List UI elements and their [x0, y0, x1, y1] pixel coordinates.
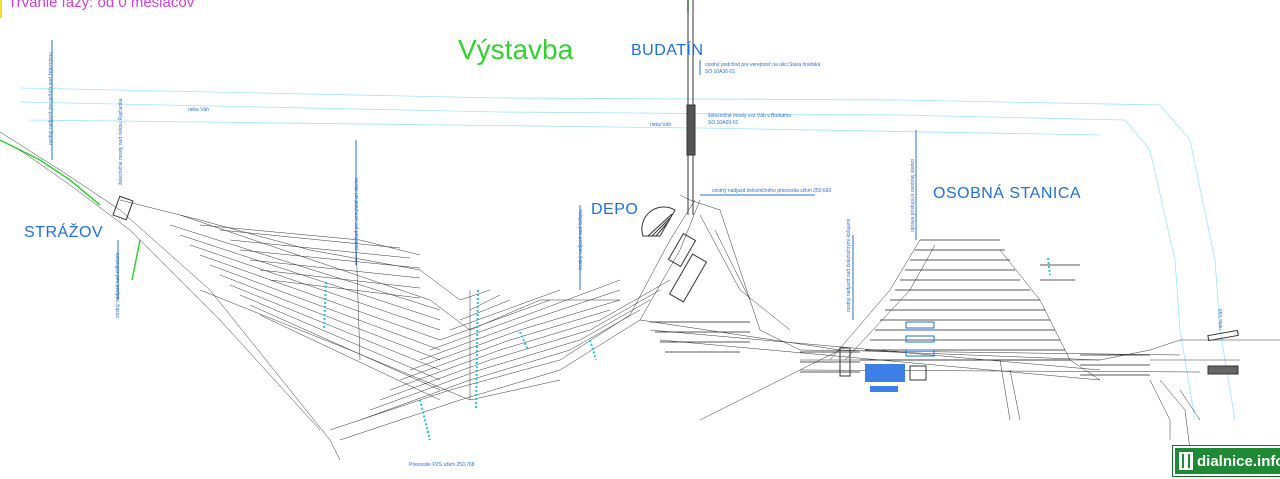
phase-duration-text: Trvanie fázy: od 0 mesiacov	[8, 0, 195, 11]
platform-markers	[323, 257, 1051, 441]
note-river-1: rieka Váh	[188, 107, 210, 113]
highway-icon	[1179, 452, 1193, 470]
depo-structures	[112, 195, 708, 303]
note-river-2: rieka Váh	[650, 122, 672, 128]
note-podchod: cestný podchod pre verejnosť na ulici St…	[705, 62, 821, 68]
vnote-7: úprava prístupu k osobnej stanici	[910, 158, 916, 232]
vnote-river: rieka Váh	[1218, 308, 1224, 330]
note-priecestie: Priecestie PZS sžkm 250,768	[409, 462, 475, 468]
station-tracks	[650, 239, 1150, 376]
label-vystavba: Výstavba	[458, 34, 574, 65]
right-bridge	[1207, 329, 1239, 375]
vnote-1: cestný nadjazd pre peších pod železnicou	[48, 52, 54, 145]
track-network	[0, 131, 1280, 461]
note-nadjazd: cestný nadjazd železničného priecestia s…	[712, 188, 832, 194]
vnote-2: železničné mosty nad riekou Rajčianka	[118, 98, 124, 185]
annotation-leaders	[51, 40, 917, 320]
vnote-3: cestný nadjazd nad sídliskom	[115, 252, 121, 318]
note-mosty-code: SO 10A09-01	[708, 120, 739, 126]
dialnice-info-badge[interactable]: dialnice.info	[1172, 445, 1280, 477]
label-strazov: STRÁŽOV	[24, 224, 104, 241]
label-depo: DEPO	[591, 201, 639, 218]
brand-text: dialnice.info	[1197, 452, 1280, 470]
vnote-4: podchod pre verejnosť pri stanici	[354, 177, 360, 250]
river-vah	[19, 87, 1236, 421]
vnote-5: cestný nadjazd nad koľajou	[578, 209, 584, 270]
label-osobna-stanica: OSOBNÁ STANICA	[933, 185, 1082, 202]
label-budatin: BUDATÍN	[631, 42, 704, 59]
note-mosty-budatin: železničné mosty cez Váh v Budatíne	[708, 113, 792, 119]
road-green	[0, 0, 689, 281]
note-podchod-code: SO 10A36-01	[705, 69, 736, 75]
budatin-bridge	[686, 0, 696, 215]
vnote-6: cestný nadjazd nad železničnými koľajami	[846, 218, 852, 312]
station-structures	[839, 321, 935, 392]
